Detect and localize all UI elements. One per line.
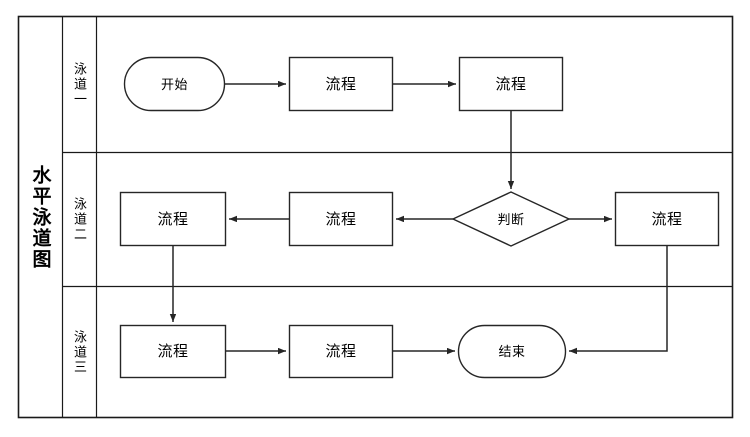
node-l2-process-3[interactable] (614, 191, 720, 247)
node-l1-process-2[interactable] (458, 56, 564, 112)
node-l2-process-1[interactable] (119, 191, 227, 247)
node-end[interactable] (457, 324, 567, 379)
node-l2-process-2[interactable] (288, 191, 394, 247)
node-l1-process-1[interactable] (288, 56, 394, 112)
node-l3-process-1[interactable] (119, 324, 227, 379)
edge-l2p3-to-end (569, 246, 668, 355)
node-l3-process-2[interactable] (288, 324, 394, 379)
node-start[interactable] (123, 56, 226, 112)
